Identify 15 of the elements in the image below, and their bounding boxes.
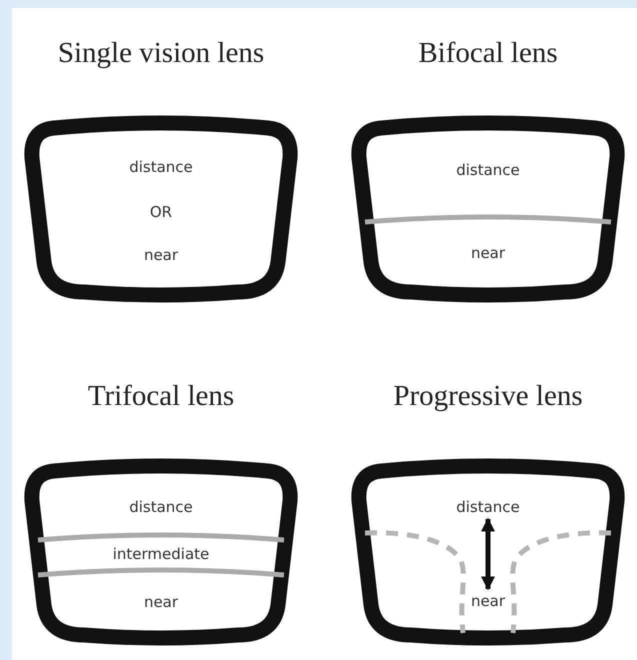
- lens-type-heading: Progressive lens: [392, 380, 584, 413]
- zone-label: near: [142, 593, 180, 611]
- zone-label: distance: [128, 498, 194, 516]
- double-headed-arrow: [481, 518, 495, 590]
- lens-type-heading: Trifocal lens: [86, 380, 236, 413]
- zone-label: near: [142, 246, 180, 264]
- zone-label: intermediate: [112, 545, 210, 563]
- zone-label: distance: [455, 161, 521, 179]
- zone-label: near: [443, 592, 533, 610]
- zone-label: distance: [128, 158, 194, 176]
- zone-label: near: [470, 244, 506, 262]
- lens-type-heading: Bifocal lens: [417, 37, 559, 70]
- zone-label: OR: [148, 203, 174, 221]
- lens-type-heading: Single vision lens: [56, 37, 266, 70]
- zone-label: distance: [443, 498, 533, 516]
